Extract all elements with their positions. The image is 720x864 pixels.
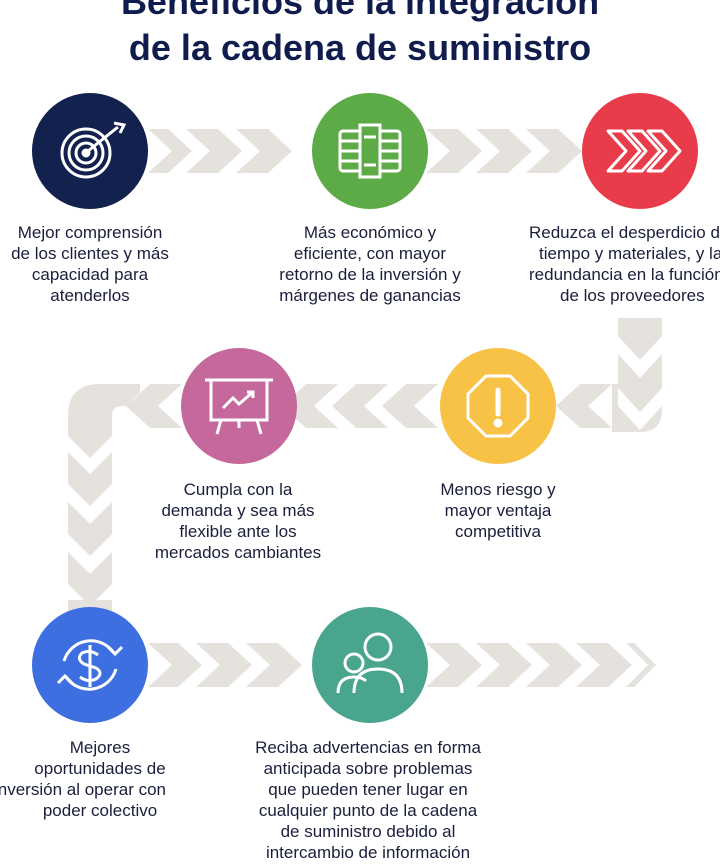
warning-icon — [466, 374, 530, 438]
step-1-circle — [32, 93, 148, 209]
chevron-down-arrow — [618, 354, 662, 412]
step-2-label: Más económico y eficiente, con mayor ret… — [279, 223, 461, 305]
path-corner — [612, 384, 662, 432]
step-7-circle — [312, 607, 428, 723]
title-line-1: Beneficios de la integración — [120, 0, 600, 22]
chevron-right-arrow — [186, 129, 242, 173]
chevron-right-arrow — [196, 643, 252, 687]
step-3-label: Reduzca el desperdicio de tiempo y mater… — [529, 223, 720, 305]
title-line-2: de la cadena de suministro — [128, 27, 592, 68]
step-5-label: Cumpla con la demanda y sea más flexible… — [154, 480, 322, 562]
step-5-circle — [181, 348, 297, 464]
target-icon — [60, 121, 127, 179]
chevron-down-arrow — [68, 552, 112, 606]
chevron-left-arrow — [382, 384, 438, 428]
step-4-label: Menos riesgo y mayor ventaja competitiva — [440, 480, 556, 541]
chevron-right-arrow — [626, 643, 656, 687]
money-stack-icon — [338, 123, 402, 179]
step-2-circle — [312, 93, 428, 209]
people-icon — [336, 632, 404, 694]
chevron-right-arrow — [236, 129, 292, 173]
chevron-down-arrow — [68, 452, 112, 506]
chevron-right-arrow — [426, 643, 482, 687]
step-6-label: Mejores oportunidades de inversión al op… — [0, 738, 166, 820]
step-6-circle — [32, 607, 148, 723]
chevrons-icon — [606, 129, 682, 173]
chevron-left-arrow — [126, 384, 182, 428]
chevron-right-arrow — [426, 129, 482, 173]
step-4-circle — [440, 348, 556, 464]
step-1-label: Mejor comprensión de los clientes y más … — [11, 223, 169, 305]
chevron-right-arrow — [148, 643, 202, 687]
chevron-down-arrow — [618, 318, 662, 360]
chevron-right-arrow — [148, 129, 192, 173]
chevron-right-arrow — [476, 129, 532, 173]
chevron-right-arrow — [526, 643, 582, 687]
chevron-right-arrow — [246, 643, 302, 687]
path-corner — [68, 384, 140, 458]
dollar-cycle-icon — [56, 639, 124, 691]
chevron-right-arrow — [576, 643, 632, 687]
step-7-label: Reciba advertencias en forma anticipada … — [255, 738, 481, 862]
chevron-down-arrow — [68, 502, 112, 556]
presentation-board-icon — [205, 378, 273, 435]
chevron-left-arrow — [556, 384, 612, 428]
step-3-circle — [582, 93, 698, 209]
chevron-right-arrow — [476, 643, 532, 687]
chevron-right-arrow — [526, 129, 582, 173]
chevron-left-arrow — [332, 384, 388, 428]
